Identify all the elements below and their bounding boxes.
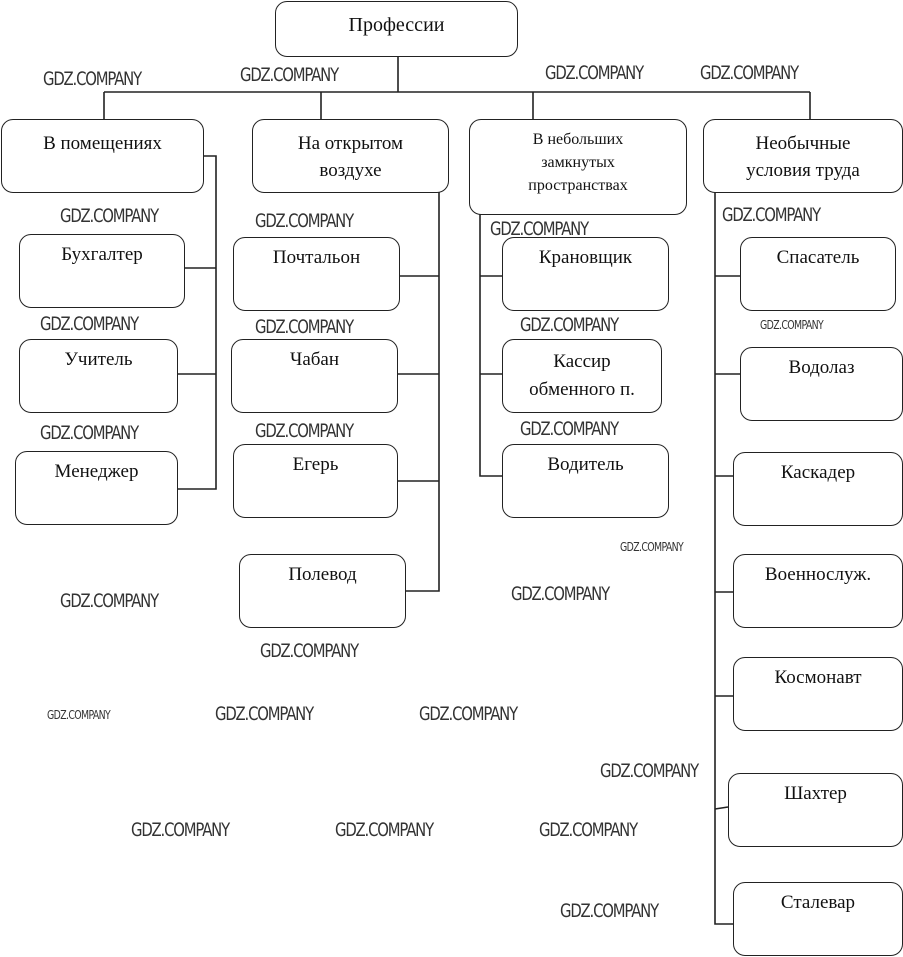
watermark: GDZ.COMPANY	[419, 703, 518, 725]
category-label: В помещениях	[43, 133, 162, 154]
profession-label: Водолаз	[788, 357, 855, 378]
watermark: GDZ.COMPANY	[255, 210, 354, 232]
category-unusual: Необычные условия труда	[703, 119, 903, 193]
profession-label: Каскадер	[780, 462, 856, 483]
profession-node: Менеджер	[15, 451, 178, 525]
profession-label-line: Кассир	[553, 351, 611, 372]
profession-label: Шахтер	[784, 783, 847, 804]
profession-node: Каскадер	[733, 452, 903, 526]
watermark: GDZ.COMPANY	[520, 418, 619, 440]
category-label-line: замкнутых	[541, 154, 615, 171]
watermark: GDZ.COMPANY	[131, 819, 230, 841]
watermark: GDZ.COMPANY	[760, 318, 824, 332]
watermark: GDZ.COMPANY	[335, 819, 434, 841]
watermark: GDZ.COMPANY	[255, 316, 354, 338]
watermark: GDZ.COMPANY	[620, 540, 684, 554]
profession-label: Менеджер	[54, 461, 139, 482]
watermark: GDZ.COMPANY	[545, 62, 644, 84]
profession-label: Космонавт	[774, 667, 862, 688]
category-label-line: пространствах	[528, 177, 628, 194]
watermark: GDZ.COMPANY	[539, 819, 638, 841]
category-outdoors: На открытом воздухе	[252, 119, 449, 193]
watermark: GDZ.COMPANY	[240, 64, 339, 86]
profession-label: Егерь	[292, 454, 339, 475]
category-label-line: Необычные	[755, 133, 851, 154]
watermark: GDZ.COMPANY	[520, 314, 619, 336]
profession-label: Полевод	[288, 564, 357, 585]
connector-unusual-spine	[714, 192, 733, 925]
profession-node: Водолаз	[740, 347, 903, 421]
profession-node: Космонавт	[733, 657, 903, 731]
watermark: GDZ.COMPANY	[511, 583, 610, 605]
profession-node: Бухгалтер	[19, 234, 185, 308]
watermark: GDZ.COMPANY	[43, 68, 142, 90]
watermark: GDZ.COMPANY	[60, 205, 159, 227]
profession-node: Егерь	[233, 444, 398, 518]
watermark: GDZ.COMPANY	[700, 62, 799, 84]
profession-label: Спасатель	[776, 247, 860, 268]
category-label-line: условия труда	[746, 160, 860, 181]
category-label-line: воздухе	[319, 160, 382, 181]
connector-miner	[714, 806, 729, 810]
profession-node: Военнослуж.	[733, 554, 903, 628]
root-label: Профессии	[348, 14, 445, 36]
profession-node: Учитель	[19, 339, 178, 413]
profession-label: Водитель	[547, 454, 624, 475]
category-label-line: На открытом	[297, 133, 404, 154]
watermark: GDZ.COMPANY	[560, 900, 659, 922]
profession-node: Сталевар	[733, 882, 903, 956]
watermark: GDZ.COMPANY	[490, 218, 589, 240]
connector-enclosed-spine	[479, 214, 503, 477]
category-label-line: В небольших	[532, 131, 624, 148]
profession-node: Спасатель	[740, 237, 896, 311]
watermark: GDZ.COMPANY	[40, 422, 139, 444]
profession-node: Почтальон	[233, 237, 400, 311]
profession-node: Кассир обменного п.	[502, 339, 662, 413]
profession-node: Водитель	[502, 444, 669, 518]
watermark: GDZ.COMPANY	[60, 590, 159, 612]
watermark: GDZ.COMPANY	[260, 640, 359, 662]
profession-label: Военнослуж.	[764, 564, 872, 585]
profession-label: Крановщик	[538, 247, 633, 268]
watermark: GDZ.COMPANY	[40, 313, 139, 335]
connector-indoors-spine	[178, 155, 217, 490]
watermark: GDZ.COMPANY	[47, 708, 111, 722]
profession-label: Почтальон	[272, 247, 361, 268]
profession-node: Чабан	[231, 339, 398, 413]
watermark: GDZ.COMPANY	[722, 204, 821, 226]
profession-label: Сталевар	[780, 892, 856, 913]
profession-node: Крановщик	[502, 237, 669, 311]
watermark: GDZ.COMPANY	[215, 703, 314, 725]
watermark: GDZ.COMPANY	[255, 420, 354, 442]
profession-label: Учитель	[64, 349, 133, 370]
connector-outdoors-spine	[406, 192, 440, 592]
category-indoors: В помещениях	[1, 119, 204, 193]
profession-label-line: обменного п.	[529, 379, 635, 400]
root-node: Профессии	[275, 1, 518, 57]
profession-node: Полевод	[239, 554, 406, 628]
category-enclosed: В небольших замкнутых пространствах	[469, 119, 687, 215]
profession-node: Шахтер	[728, 773, 903, 847]
profession-label: Бухгалтер	[61, 244, 143, 265]
watermark: GDZ.COMPANY	[600, 760, 699, 782]
profession-label: Чабан	[289, 349, 340, 370]
